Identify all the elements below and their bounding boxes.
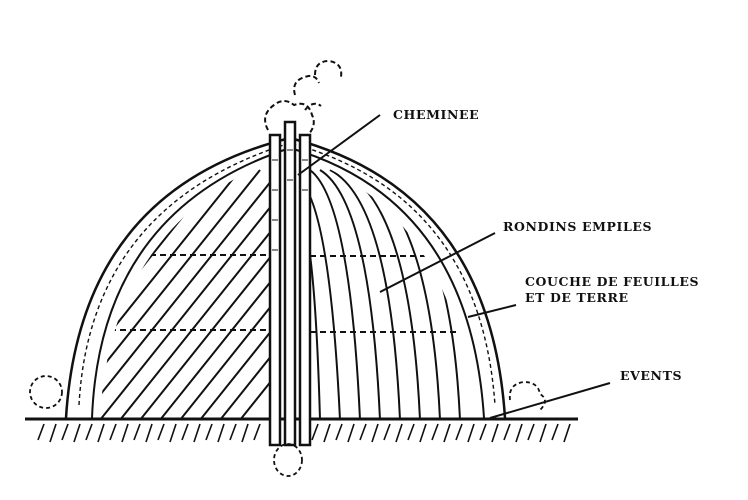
label-chimney: CHEMINEE	[393, 107, 480, 122]
stacked-logs-right	[310, 169, 474, 418]
label-cover-layer-line1: COUCHE DE FEUILLES	[525, 274, 700, 289]
leader-lines	[297, 114, 611, 419]
smoke	[264, 59, 343, 136]
stacked-logs-left	[100, 169, 272, 418]
label-stacked-logs: RONDINS EMPILES	[503, 219, 653, 234]
label-cover-layer-line2: ET DE TERRE	[525, 290, 629, 305]
label-vents: EVENTS	[620, 368, 683, 383]
